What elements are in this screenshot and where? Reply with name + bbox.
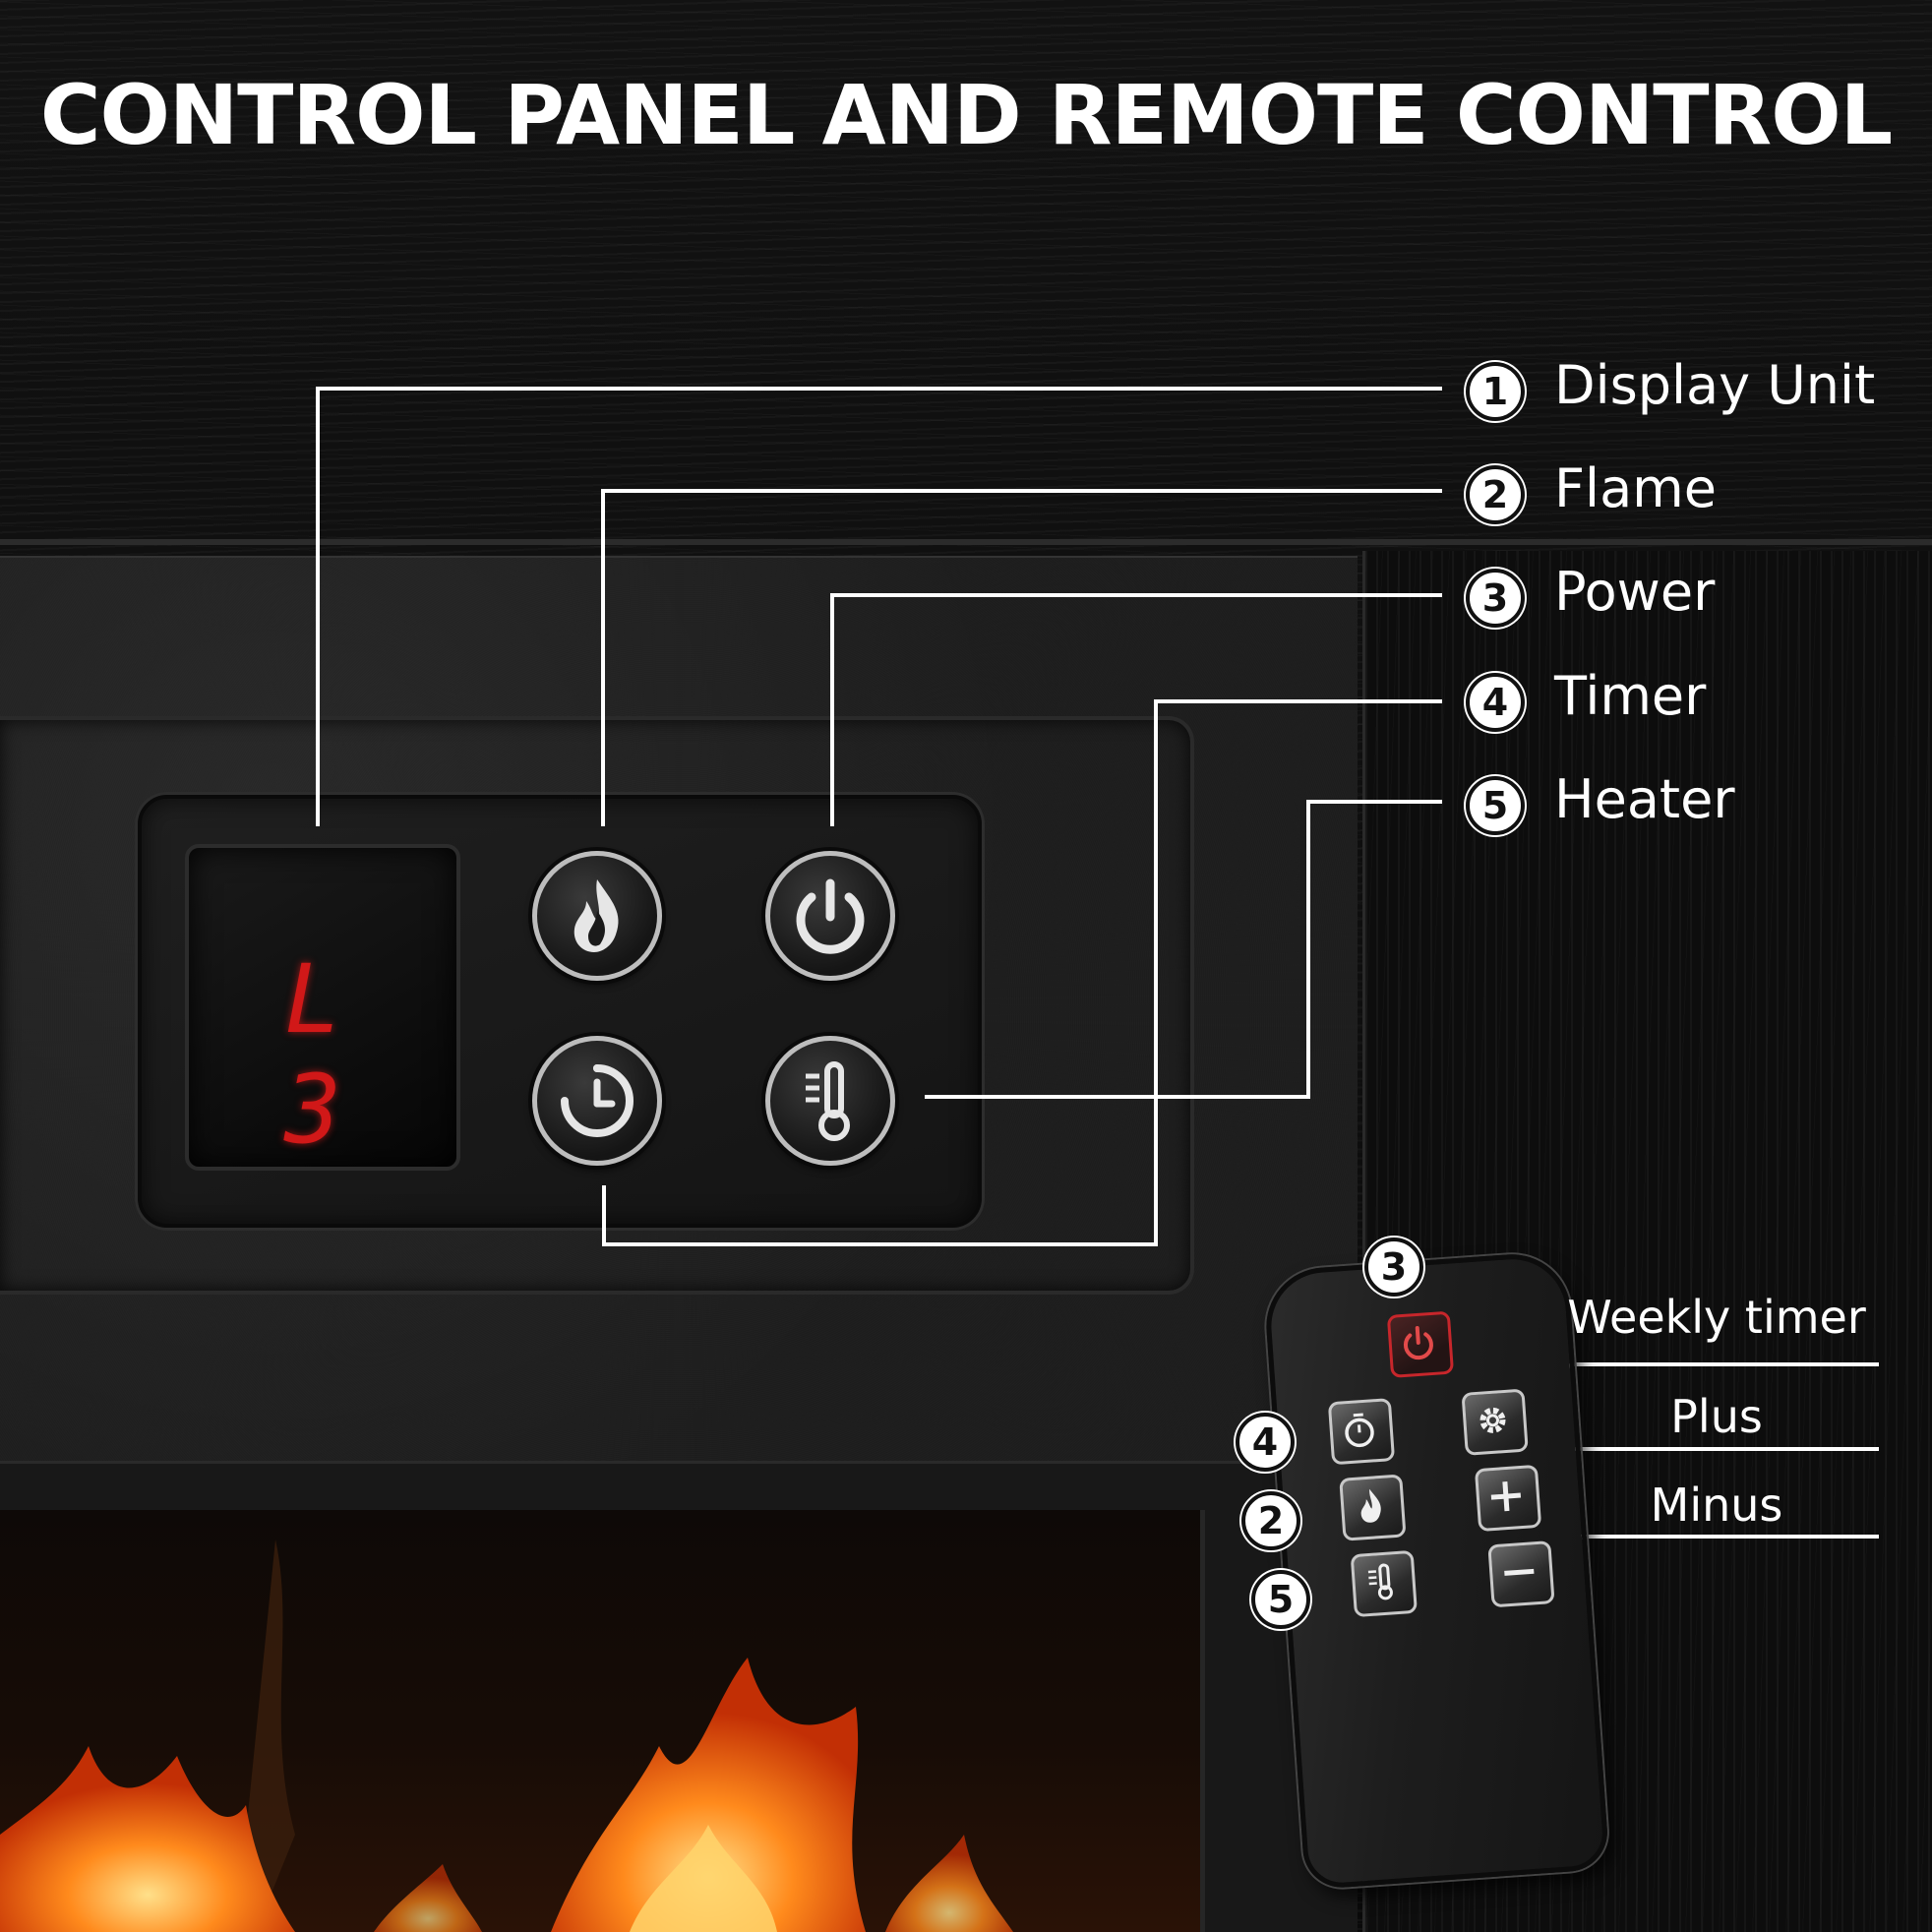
thermometer-icon: [1367, 1563, 1393, 1600]
timer-icon: [1345, 1413, 1374, 1448]
power-button[interactable]: [765, 851, 895, 981]
remote-heater-button[interactable]: [1350, 1549, 1418, 1618]
power-icon: [796, 878, 865, 954]
callout-4-label: Timer: [1554, 665, 1707, 727]
minus-icon: [1504, 1568, 1535, 1576]
page-title: CONTROL PANEL AND REMOTE CONTROL: [39, 67, 1893, 163]
remote-marker-heater: 5: [1251, 1570, 1310, 1629]
heater-button[interactable]: [765, 1036, 895, 1166]
mantel-edge: [0, 539, 1932, 545]
plus-icon: [1490, 1480, 1522, 1512]
callout-5-label: Heater: [1554, 768, 1735, 830]
display-readout: L 3: [284, 944, 353, 1165]
remote-power-button[interactable]: [1386, 1310, 1455, 1378]
callout-3-label: Power: [1554, 561, 1716, 623]
weekly-timer-label: Weekly timer: [1567, 1291, 1866, 1344]
callout-1-label: Display Unit: [1554, 354, 1876, 416]
remote-plus-button[interactable]: [1474, 1464, 1542, 1533]
remote-minus-button[interactable]: [1487, 1540, 1555, 1608]
remote-flame-button[interactable]: [1339, 1474, 1407, 1541]
callout-2-badge: 2: [1466, 465, 1525, 524]
display-unit: [185, 844, 460, 1171]
remote-marker-timer: 4: [1236, 1413, 1295, 1472]
remote-timer-button[interactable]: [1327, 1398, 1396, 1466]
flame-button[interactable]: [532, 851, 662, 981]
callout-1-badge: 1: [1466, 362, 1525, 421]
flames-illustration: [0, 1540, 1013, 1932]
timer-button[interactable]: [532, 1036, 662, 1166]
minus-label: Minus: [1650, 1479, 1783, 1532]
callout-4-badge: 4: [1466, 673, 1525, 732]
remote-weekly-timer-button[interactable]: [1461, 1388, 1529, 1456]
flame-icon: [574, 879, 619, 952]
timer-icon: [561, 1064, 634, 1137]
flame-icon: [1360, 1488, 1381, 1523]
control-housing-inset: [0, 716, 1194, 1295]
thermometer-icon: [806, 1061, 850, 1141]
plus-label: Plus: [1670, 1390, 1763, 1443]
gear-icon: [1479, 1407, 1506, 1433]
power-icon: [1403, 1325, 1433, 1360]
callout-3-badge: 3: [1466, 569, 1525, 628]
remote-control: [1262, 1250, 1610, 1891]
remote-marker-power: 3: [1364, 1238, 1423, 1297]
remote-marker-flame: 2: [1241, 1491, 1300, 1550]
flame-window: [0, 1510, 1205, 1932]
callout-2-label: Flame: [1554, 457, 1717, 519]
callout-5-badge: 5: [1466, 776, 1525, 835]
